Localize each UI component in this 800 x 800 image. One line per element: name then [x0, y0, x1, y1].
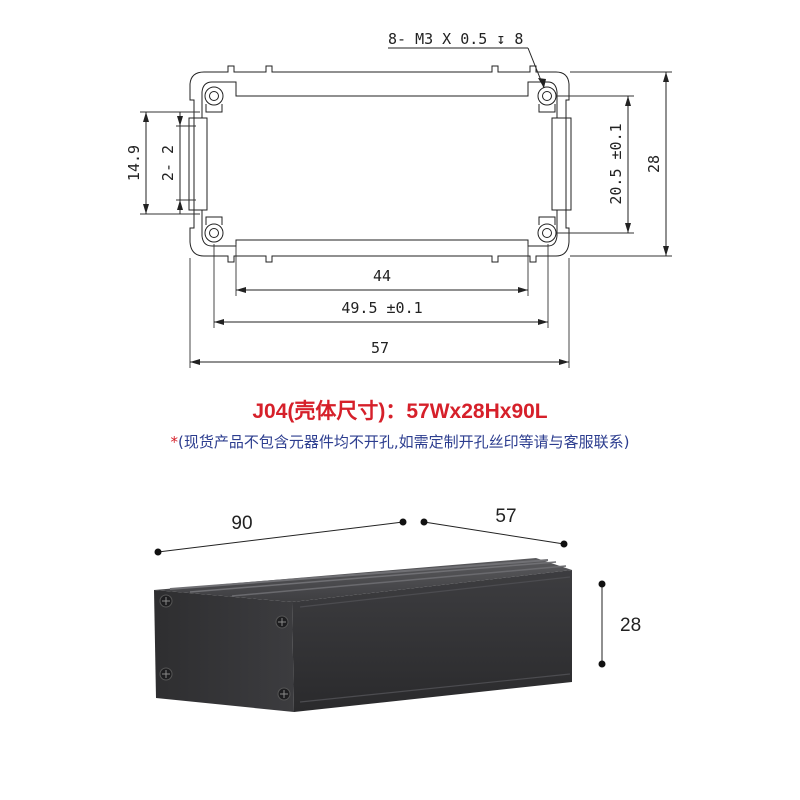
profile-outline [188, 65, 572, 263]
enclosure-long-side [292, 570, 572, 712]
thread-callout: 8- M3 X 0.5 ↧ 8 [388, 30, 546, 89]
screw-boss-top-right [537, 86, 557, 113]
dim-rail-spacing-label: 49.5 ±0.1 [341, 299, 422, 317]
model-title: J04(壳体尺寸)：57Wx28Hx90L [252, 400, 548, 423]
dim-height-label: 28 [620, 615, 641, 636]
stock-note: *(现货产品不包含元器件均不开孔,如需定制开孔丝印等请与客服联系) [0, 431, 800, 452]
slot-rail-left [193, 117, 208, 211]
slot-rail-right [551, 117, 567, 211]
screw-boss-bottom-left [204, 216, 224, 243]
dim-overall-width-label: 57 [371, 339, 389, 357]
dim-hole-spacing-label: 20.5 ±0.1 [607, 123, 625, 204]
screw-boss-top-left [204, 86, 224, 113]
profile-cross-section: 8- M3 X 0.5 ↧ 8 44 49.5 ±0.1 57 [125, 30, 672, 368]
profile-cavity [201, 81, 558, 247]
dim-width: 57 [420, 506, 568, 548]
screw-end-top-left [159, 594, 173, 608]
thread-callout-label: 8- M3 X 0.5 ↧ 8 [388, 30, 523, 48]
note-text: (现货产品不包含元器件均不开孔,如需定制开孔丝印等请与客服联系) [178, 433, 630, 451]
note-asterisk: * [170, 433, 179, 451]
dim-width-label: 57 [495, 506, 516, 527]
dim-slot-height-label: 14.9 [125, 145, 143, 181]
enclosure-end-face [154, 590, 294, 712]
dim-length: 90 [154, 513, 407, 556]
screw-end-bottom-right [277, 687, 291, 701]
dim-slot-pitch: 2- 2 [159, 112, 196, 214]
dim-rail-spacing: 49.5 ±0.1 [213, 244, 549, 328]
screw-end-bottom-left [159, 667, 173, 681]
dim-overall-height: 28 [570, 71, 672, 257]
dim-inner-width: 44 [235, 244, 529, 296]
dim-length-label: 90 [231, 513, 252, 534]
dim-slot-pitch-label: 2- 2 [159, 145, 177, 181]
dim-overall-width: 57 [189, 258, 570, 368]
dim-hole-spacing: 20.5 ±0.1 [556, 95, 634, 234]
screw-end-top-right [275, 615, 289, 629]
dim-height: 28 [598, 580, 641, 668]
dim-slot-height: 14.9 [125, 111, 200, 215]
dim-overall-height-label: 28 [645, 155, 663, 173]
dim-inner-width-label: 44 [373, 267, 391, 285]
screw-boss-bottom-right [537, 216, 557, 243]
enclosure-3d: 90 57 28 [154, 506, 641, 712]
